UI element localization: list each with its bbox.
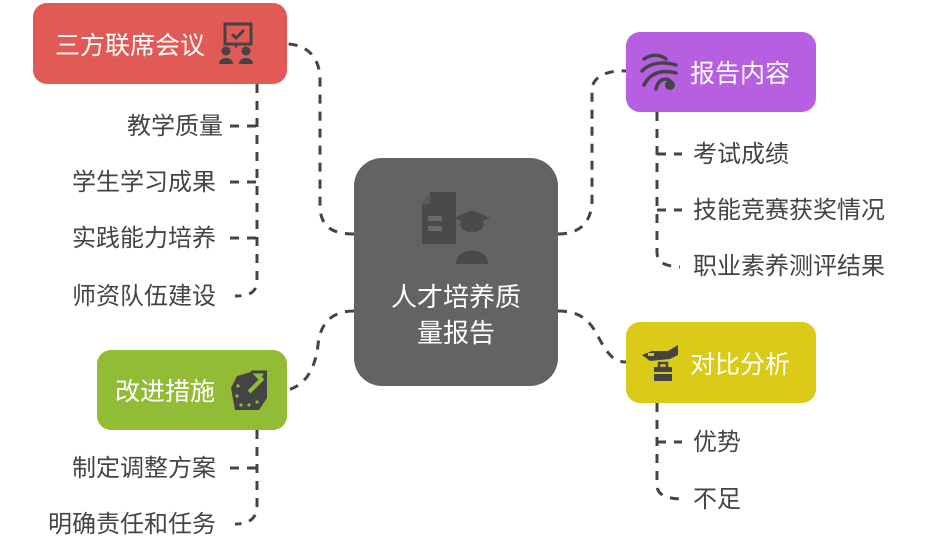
leaf-advantages[interactable]: 优势 [693,428,741,456]
leaf-practice-ability[interactable]: 实践能力培养 [72,224,216,252]
branch-node-meeting[interactable]: 三方联席会议 [33,3,287,84]
branch-label: 对比分析 [690,349,791,379]
central-topic[interactable]: 人才培养质量报告 [354,158,558,386]
edit-note-icon [229,368,269,412]
leaf-learning-outcomes[interactable]: 学生学习成果 [72,168,216,196]
leaf-exam-scores[interactable]: 考试成绩 [693,140,789,168]
branch-label: 报告内容 [690,59,791,88]
branch-node-content[interactable]: 报告内容 [626,32,816,112]
meeting-icon [219,22,255,66]
plane-briefcase-icon [640,341,680,385]
leaf-skill-competition[interactable]: 技能竞赛获奖情况 [693,196,885,224]
branch-label: 三方联席会议 [55,30,206,60]
wind-swirl-icon [640,51,680,93]
leaf-shortcomings[interactable]: 不足 [693,485,741,513]
leaf-responsibilities[interactable]: 明确责任和任务 [48,510,216,538]
leaf-professional-assessment[interactable]: 职业素养测评结果 [693,252,885,280]
leaf-teaching-quality[interactable]: 教学质量 [127,112,223,140]
document-graduate-icon [420,188,492,266]
leaf-faculty-building[interactable]: 师资队伍建设 [72,282,216,310]
leaf-adjustment-plan[interactable]: 制定调整方案 [72,454,216,482]
central-topic-title: 人才培养质量报告 [390,283,521,349]
branch-node-improve[interactable]: 改进措施 [97,350,287,430]
branch-node-compare[interactable]: 对比分析 [626,322,816,403]
branch-label: 改进措施 [115,377,216,406]
